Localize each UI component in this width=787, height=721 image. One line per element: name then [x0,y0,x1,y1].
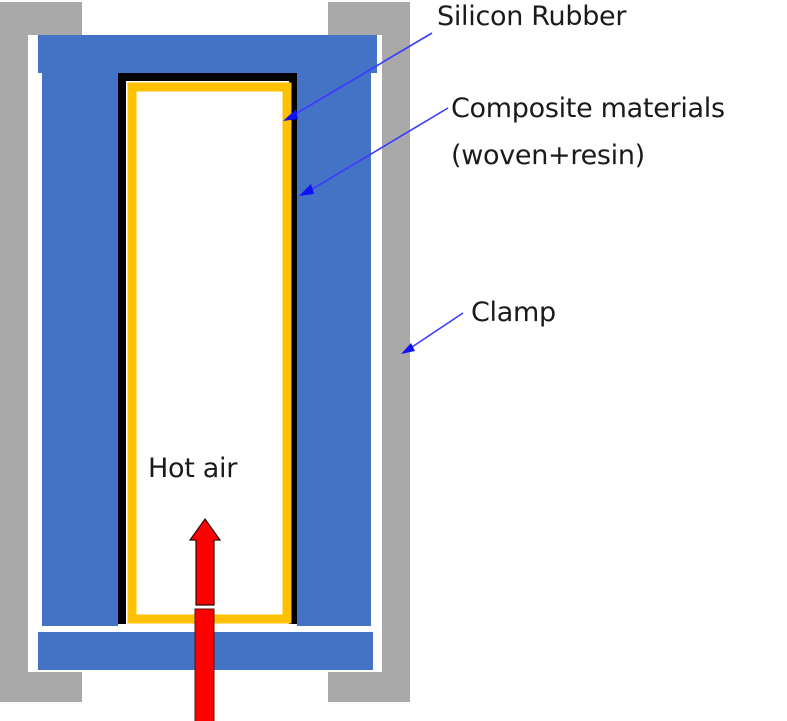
silicon-rubber-leader [291,32,433,117]
left-clamp [0,2,82,702]
composite-leader [308,107,449,192]
silicon-rubber-label: Silicon Rubber [437,1,627,32]
mold-left-wall [42,70,118,626]
left-clamp-bottom-arm [0,672,82,702]
hot-air-arrowhead [188,517,222,606]
composite-materials-label-line1: Composite materials [451,93,725,124]
left-clamp-spine [0,2,28,702]
hot-air-arrow [188,517,222,721]
mold-right-wall [297,70,371,626]
hot-air-stem [194,608,215,721]
clamp-leader [408,312,464,350]
composite-materials-label-line2: (woven+resin) [451,140,645,171]
silicon-rubber-mold [38,35,377,670]
clamp-label: Clamp [471,297,556,328]
composite-arrowhead [299,184,314,196]
right-clamp [328,2,410,702]
hot-air-label: Hot air [148,453,238,484]
silicon-rubber-arrowhead [283,109,298,121]
mold-top-block [38,35,377,73]
leader-lines [283,32,464,354]
right-clamp-bottom-arm [328,672,410,702]
clamp-arrowhead [401,343,415,354]
